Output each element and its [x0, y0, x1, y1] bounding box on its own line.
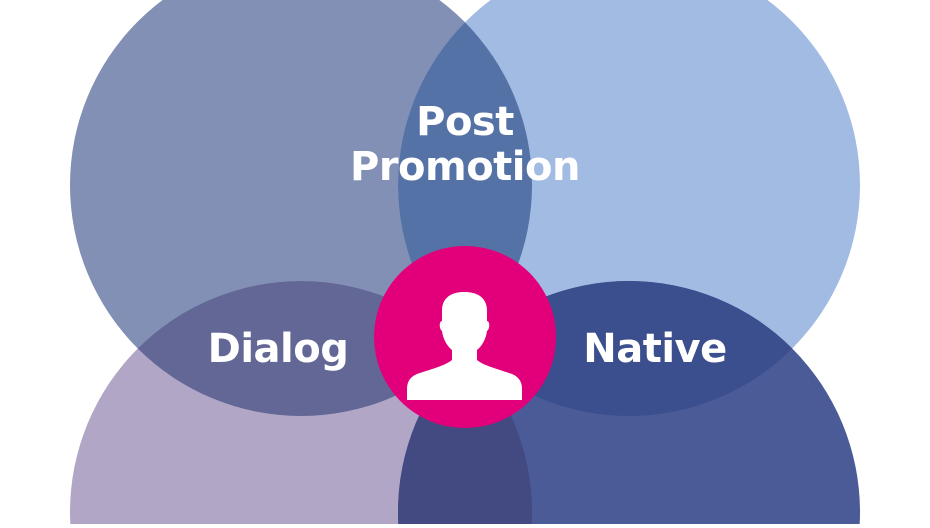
person-icon	[407, 292, 522, 400]
label-native: Native	[583, 326, 727, 372]
label-dialog: Dialog	[207, 326, 349, 372]
label-post: Post	[416, 99, 514, 145]
label-promotion: Promotion	[350, 144, 580, 190]
